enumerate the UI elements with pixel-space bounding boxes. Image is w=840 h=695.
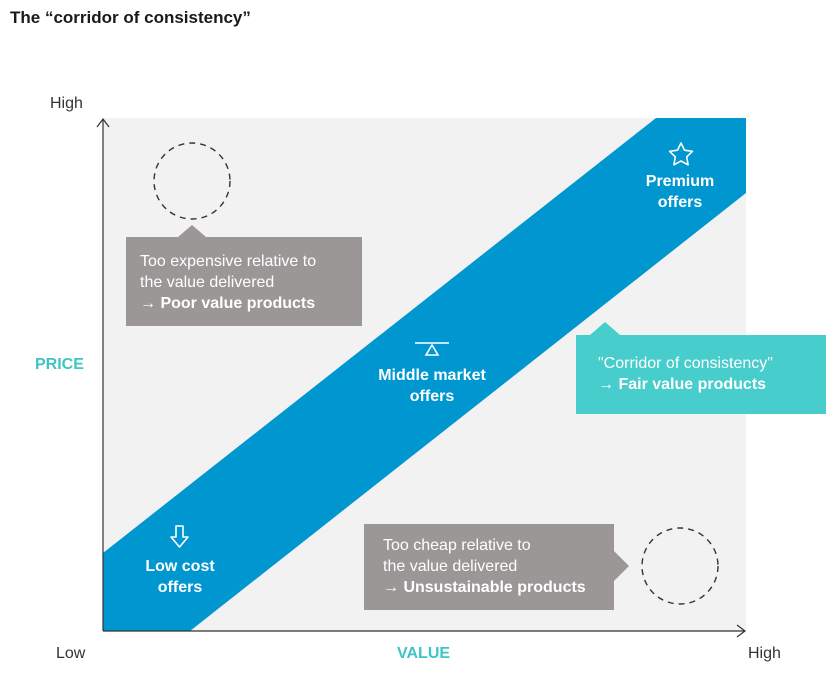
label-premium-line2: offers	[657, 194, 703, 211]
corridor-band	[103, 118, 746, 631]
callout-too-cheap: Too cheap relative to the value delivere…	[364, 524, 614, 610]
callout-cheap-line2: the value delivered	[383, 558, 518, 575]
x-axis-low-label: Low	[56, 645, 86, 662]
y-axis-title: PRICE	[35, 356, 84, 373]
x-axis-title: VALUE	[397, 645, 451, 662]
x-axis-high-label: High	[748, 645, 781, 662]
callout-corridor: "Corridor of consistency" → Fair value p…	[576, 335, 826, 414]
callout-pointer-corridor	[590, 322, 620, 335]
down-arrow-icon	[170, 525, 189, 548]
callout-pointer-cheap	[614, 551, 629, 581]
callout-corridor-line1: "Corridor of consistency"	[598, 355, 773, 372]
label-low-cost-offers: Low cost offers	[125, 556, 235, 598]
y-axis-arrow	[96, 118, 110, 128]
dashed-circle-cheap	[641, 527, 719, 605]
callout-pointer-expensive	[178, 225, 206, 237]
callout-corridor-line2: → Fair value products	[598, 376, 767, 393]
dashed-circle-expensive	[153, 142, 231, 220]
callout-expensive-line3: → Poor value products	[140, 295, 316, 312]
balance-scale-icon	[415, 342, 449, 356]
callout-cheap-line3: → Unsustainable products	[383, 579, 586, 596]
star-icon	[668, 142, 694, 166]
diagram-title: The “corridor of consistency”	[10, 8, 251, 27]
label-low-cost-line1: Low cost	[145, 558, 215, 575]
callout-too-expensive: Too expensive relative to the value deli…	[126, 237, 362, 326]
callout-expensive-line1: Too expensive relative to	[140, 253, 317, 270]
label-middle-market-offers: Middle market offers	[362, 365, 502, 407]
label-middle-line1: Middle market	[378, 367, 486, 384]
label-middle-line2: offers	[409, 388, 455, 405]
label-premium-line1: Premium	[645, 173, 715, 190]
y-axis-high-label: High	[50, 95, 83, 112]
callout-cheap-line1: Too cheap relative to	[383, 537, 531, 554]
callout-expensive-line2: the value delivered	[140, 274, 275, 291]
label-premium-offers: Premium offers	[620, 171, 740, 213]
x-axis-arrow	[736, 624, 746, 638]
label-low-cost-line2: offers	[157, 579, 203, 596]
